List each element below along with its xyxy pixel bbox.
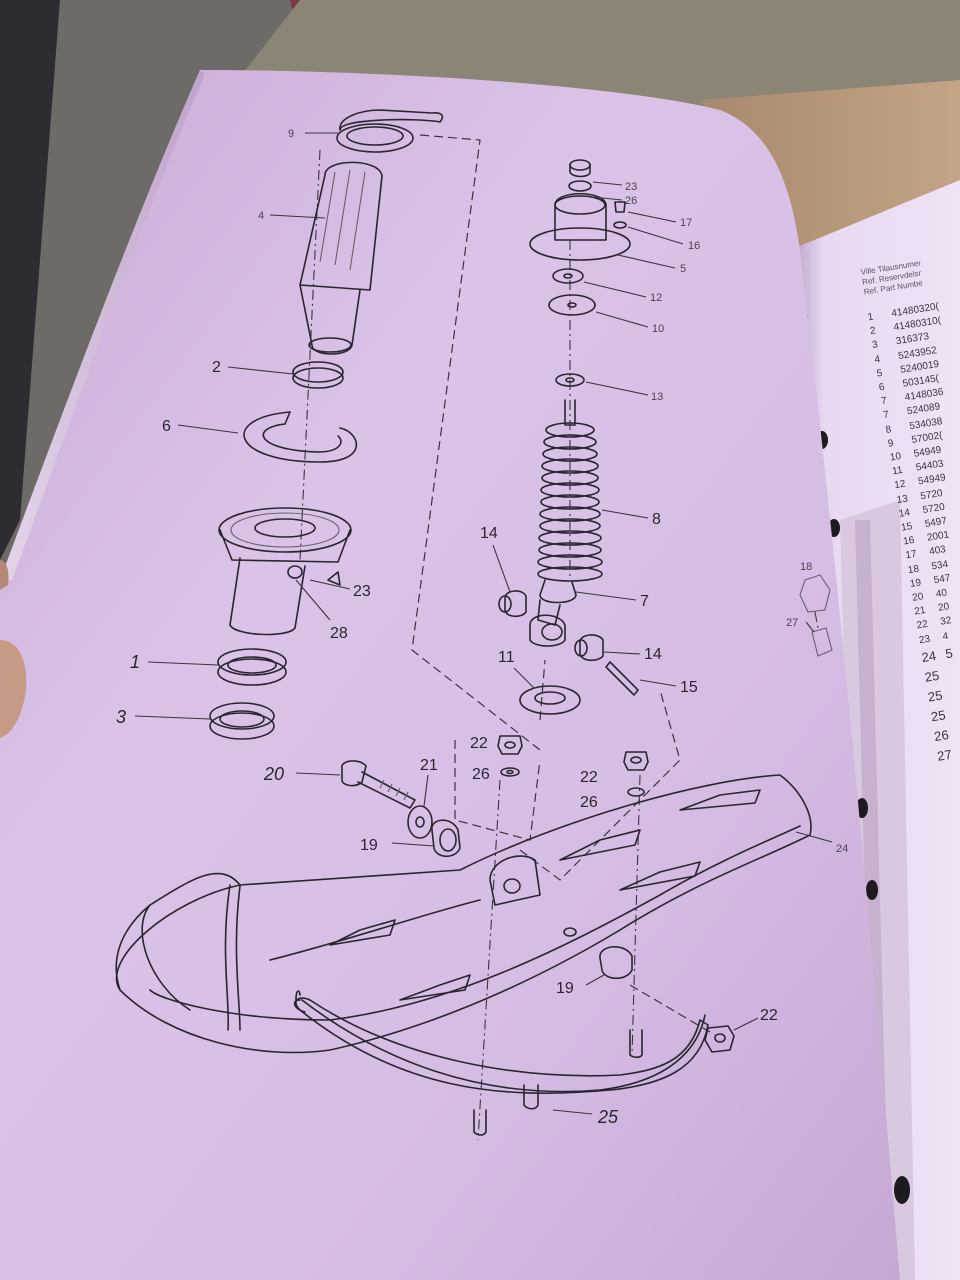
callout-26-right: 26 <box>580 794 598 811</box>
callout-26-middle: 26 <box>472 766 490 783</box>
callout-22-middle: 22 <box>470 735 488 752</box>
callout-18: 18 <box>800 561 812 573</box>
callout-5: 5 <box>680 263 686 275</box>
callout-19-lower: 19 <box>556 980 574 997</box>
leader-lines <box>134 132 833 1115</box>
callout-23-housing: 23 <box>353 583 371 600</box>
callout-25: 25 <box>597 1107 619 1127</box>
callout-14-upper: 14 <box>480 525 498 542</box>
callout-21: 21 <box>420 757 438 774</box>
callout-16: 16 <box>688 240 700 252</box>
callout-27: 27 <box>786 617 798 629</box>
callout-22-lower: 22 <box>760 1007 778 1024</box>
row-part: 4 <box>941 630 950 643</box>
callout-1: 1 <box>130 652 140 672</box>
left-page <box>0 70 900 1280</box>
callout-28: 28 <box>330 625 348 642</box>
hand <box>0 560 27 738</box>
callout-10: 10 <box>652 323 664 335</box>
callout-2: 2 <box>212 359 221 376</box>
callout-20: 20 <box>263 764 284 784</box>
callout-14-lower: 14 <box>644 646 662 663</box>
callout-9: 9 <box>288 128 294 140</box>
callout-22-right: 22 <box>580 769 598 786</box>
callout-15: 15 <box>680 679 698 696</box>
callout-3: 3 <box>116 707 126 727</box>
row-part: 32 <box>939 615 953 629</box>
callout-26-top: 26 <box>625 195 637 207</box>
callout-24: 24 <box>836 843 848 855</box>
callout-17: 17 <box>680 217 692 229</box>
callout-7: 7 <box>640 593 649 610</box>
row-part: 547 <box>932 572 952 587</box>
callout-23-top: 23 <box>625 181 637 193</box>
callouts: 9 4 2 6 23 28 1 3 23 26 17 16 5 12 10 13… <box>116 128 848 1127</box>
shock-coils <box>537 422 603 582</box>
callout-8: 8 <box>652 511 661 528</box>
callout-19-upper: 19 <box>360 837 378 854</box>
callout-6: 6 <box>162 418 171 435</box>
callout-4: 4 <box>258 210 264 222</box>
callout-13: 13 <box>651 391 663 403</box>
callout-11: 11 <box>498 649 515 666</box>
exploded-diagram <box>115 109 833 1141</box>
callout-12: 12 <box>650 292 662 304</box>
